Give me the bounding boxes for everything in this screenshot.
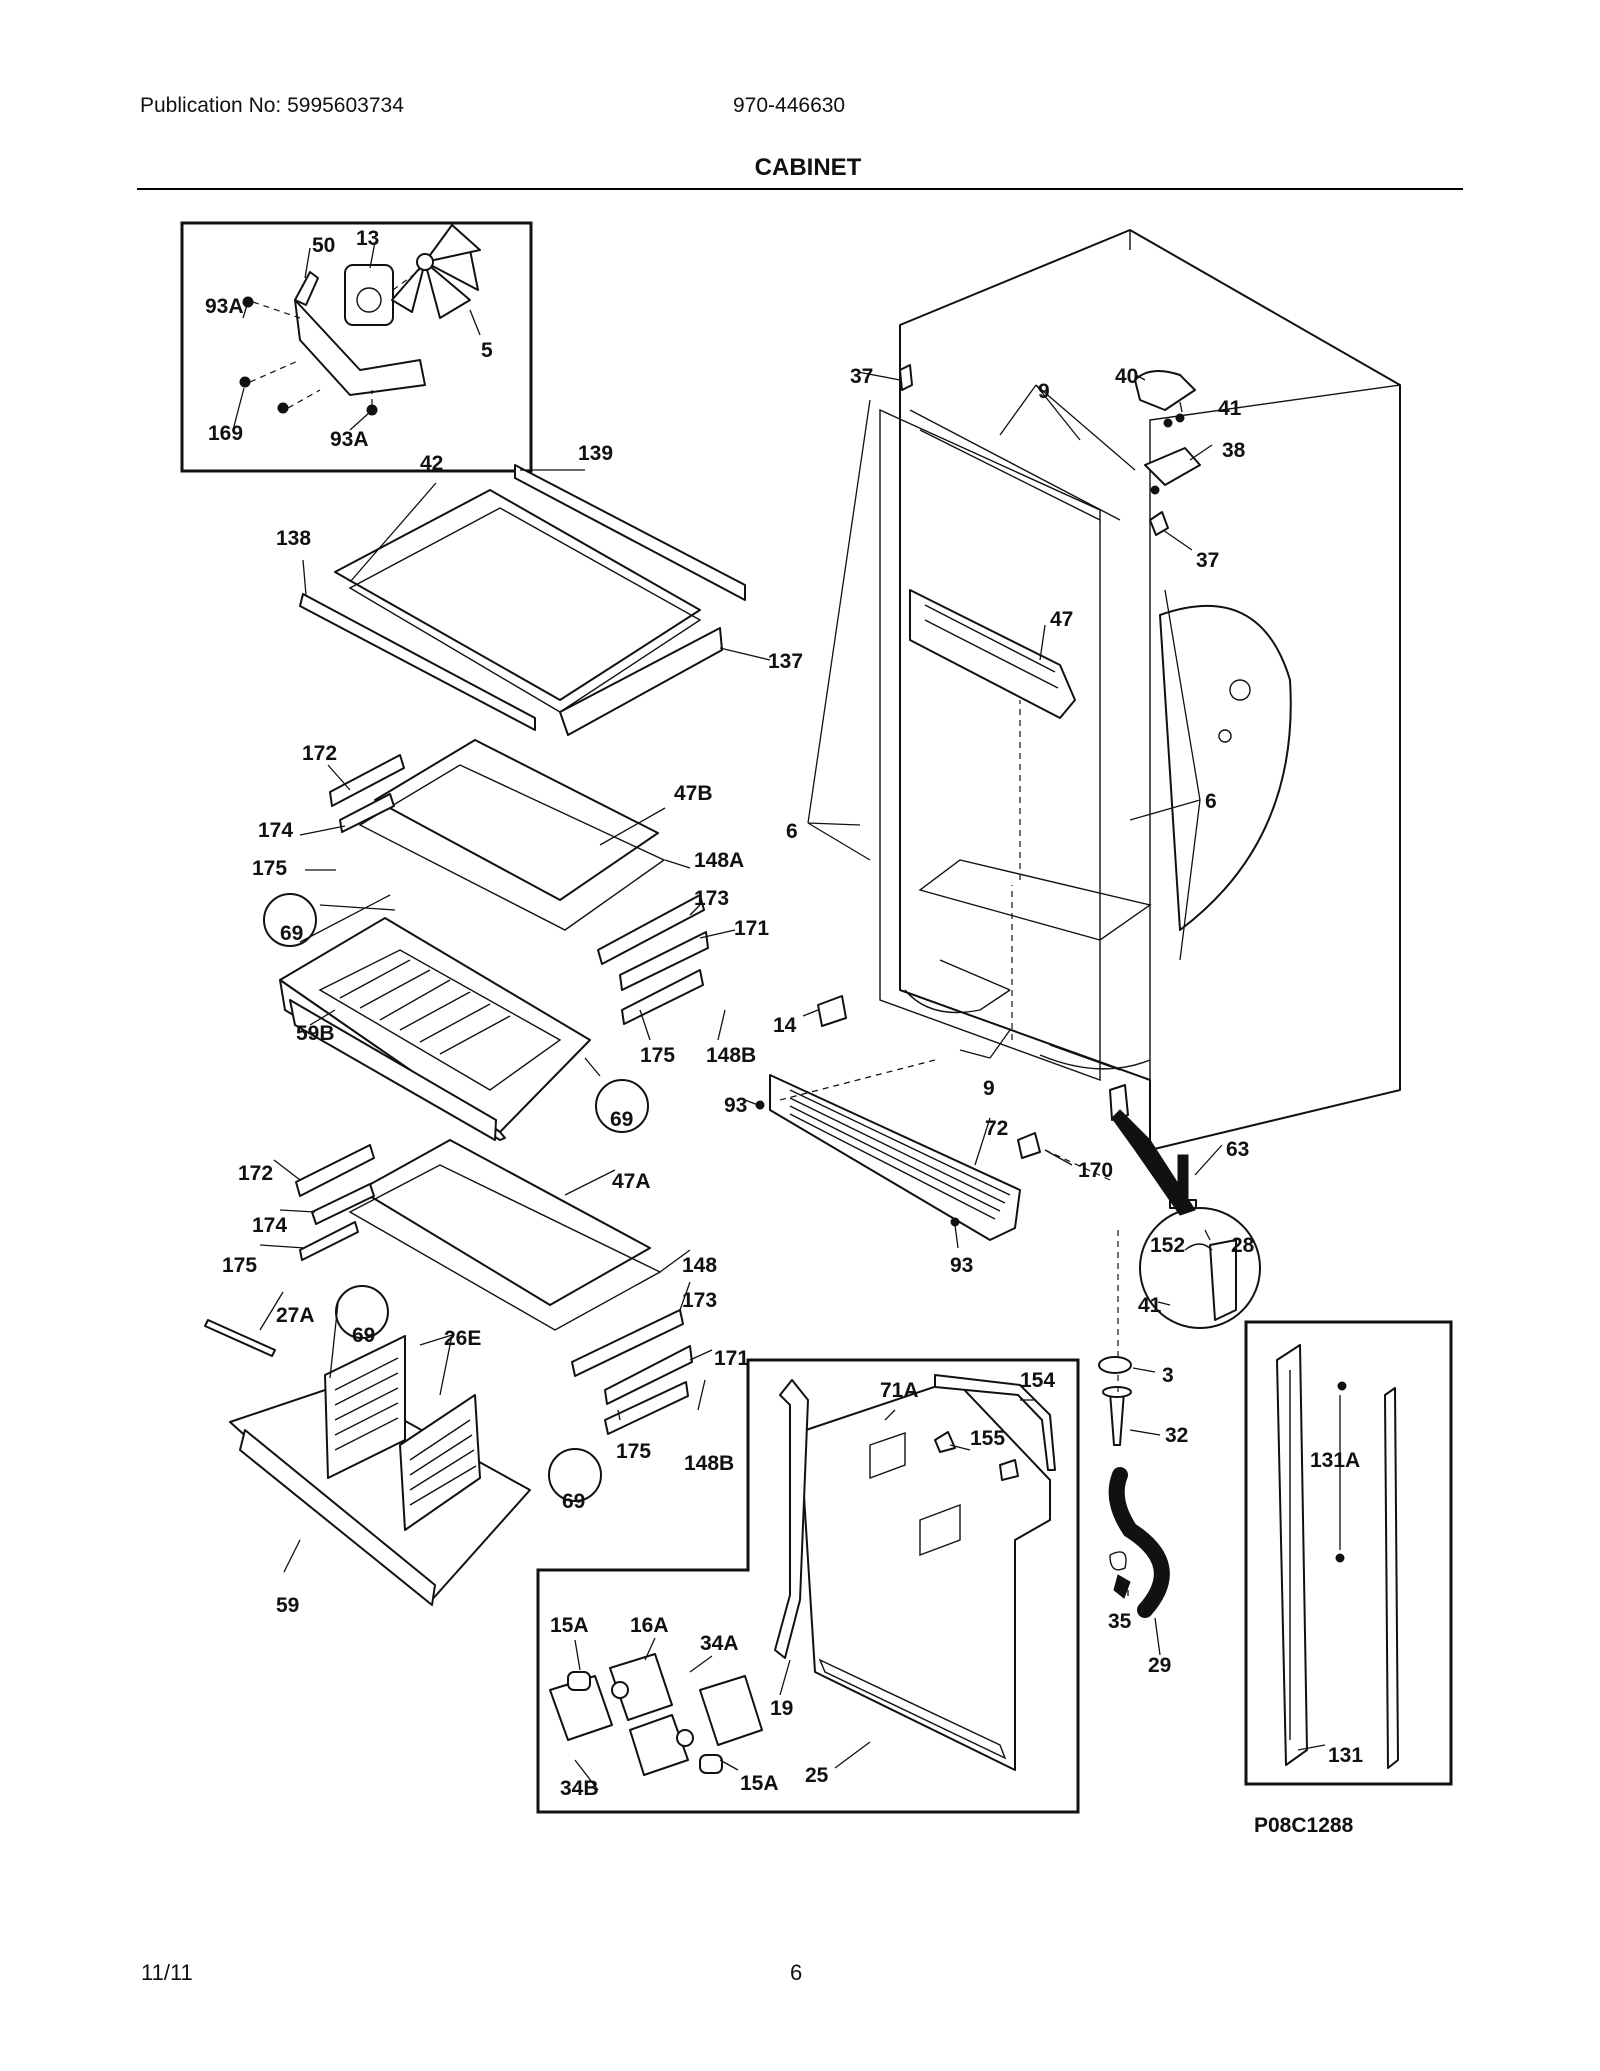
callout-169: 169 [208,422,243,445]
kickplate [755,1074,1021,1241]
callout-26e: 26E [444,1327,481,1350]
drain-assembly [1098,1356,1170,1618]
publication-number: Publication No: 5995603734 [140,94,404,117]
model-number: 970-446630 [733,94,846,117]
callout-93a-top: 93A [205,295,244,318]
callout-172-lower: 172 [238,1162,273,1185]
callout-148: 148 [682,1254,717,1277]
callout-131: 131 [1328,1744,1363,1767]
lower-crisper-drawer [204,1285,602,1606]
upper-crisper-drawer [263,893,649,1141]
callout-71a: 71A [880,1379,919,1402]
callout-6-right: 6 [1205,790,1217,813]
callout-9-bottom: 9 [983,1077,995,1100]
callout-131a: 131A [1310,1449,1360,1472]
callout-69-c: 69 [352,1324,375,1347]
callout-50: 50 [312,234,335,257]
callout-27a: 27A [276,1304,315,1327]
callout-9-top: 9 [1038,380,1050,403]
page-number: 6 [790,1960,803,1985]
top-shelf-assembly [299,464,746,736]
fan-motor-inset [180,221,533,473]
fan-blade-icon [391,224,481,319]
page-title: CABINET [754,154,862,181]
callout-5: 5 [481,339,493,362]
callout-93a-bottom: 93A [330,428,369,451]
callout-13: 13 [356,227,379,250]
side-rails-inset [1244,1320,1453,1786]
callout-175-upper: 175 [252,857,287,880]
callout-170: 170 [1078,1159,1113,1182]
callout-labels: 50 13 93A 5 169 93A 42 139 138 137 172 4… [205,227,1363,1837]
callout-34a: 34A [700,1632,739,1655]
callout-138: 138 [276,527,311,550]
callout-32: 32 [1165,1424,1188,1447]
callout-15a-top: 15A [550,1614,589,1637]
rear-cover-inset [536,1358,1080,1814]
callout-175-b: 175 [640,1044,675,1067]
callout-172-upper: 172 [302,742,337,765]
callout-174-upper: 174 [258,819,293,842]
callout-59b: 59B [296,1022,335,1045]
callout-155: 155 [970,1427,1005,1450]
callout-37-top: 37 [850,365,873,388]
callout-14: 14 [773,1014,797,1037]
callout-72: 72 [985,1117,1008,1140]
callout-93-bottom: 93 [950,1254,973,1277]
callout-69-d: 69 [562,1490,585,1513]
callout-93-top: 93 [724,1094,747,1117]
callout-41-top: 41 [1218,397,1242,420]
callout-41-bottom: 41 [1138,1294,1162,1317]
callout-148b-lower: 148B [684,1452,734,1475]
callout-3: 3 [1162,1364,1174,1387]
callout-37-right: 37 [1196,549,1219,572]
callout-29: 29 [1148,1654,1171,1677]
callout-28: 28 [1231,1234,1255,1257]
callout-38: 38 [1222,439,1246,462]
callout-6-left: 6 [786,820,798,843]
callout-69-a: 69 [280,922,303,945]
lower-glass-shelf [295,1139,693,1435]
callout-173-upper: 173 [694,887,729,910]
callout-171-lower: 171 [714,1347,749,1370]
callout-69-b: 69 [610,1108,633,1131]
callout-19: 19 [770,1697,793,1720]
footer-date: 11/11 [141,1960,193,1985]
callout-42: 42 [420,452,443,475]
callout-40: 40 [1115,365,1138,388]
callout-174-lower: 174 [252,1214,287,1237]
leader-lines [232,241,1341,1791]
upper-glass-shelf [329,739,709,1025]
callout-175-d: 175 [616,1440,651,1463]
callout-59: 59 [276,1594,299,1617]
callout-47a: 47A [612,1170,651,1193]
callout-148a: 148A [694,849,744,872]
diagram-code: P08C1288 [1254,1814,1354,1837]
callout-173-lower: 173 [682,1289,717,1312]
callout-148b-upper: 148B [706,1044,756,1067]
header-divider [137,188,1463,190]
callout-154: 154 [1020,1369,1055,1392]
callout-25: 25 [805,1764,829,1787]
callout-63: 63 [1226,1138,1249,1161]
cabinet-liner [817,229,1401,1329]
callout-152: 152 [1150,1234,1185,1257]
callout-139: 139 [578,442,613,465]
callout-16a: 16A [630,1614,669,1637]
callout-47: 47 [1050,608,1073,631]
callout-35: 35 [1108,1610,1132,1633]
callout-47b: 47B [674,782,713,805]
callout-34b: 34B [560,1777,599,1800]
callout-137: 137 [768,650,803,673]
callout-171-upper: 171 [734,917,769,940]
callout-15a-bottom: 15A [740,1772,779,1795]
callout-175-c: 175 [222,1254,257,1277]
